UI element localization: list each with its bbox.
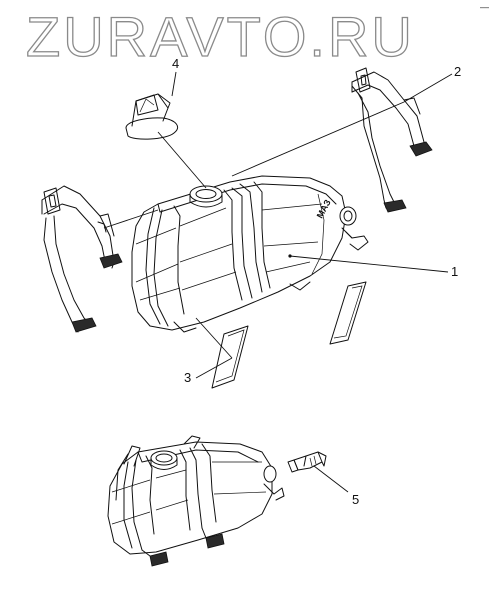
level-sensor[interactable]	[287, 451, 327, 473]
rubber-pad-rear[interactable]	[329, 281, 367, 345]
callout-3: 3	[184, 370, 191, 385]
rubber-pad-front[interactable]	[211, 325, 249, 389]
callout-4: 4	[172, 56, 179, 71]
tank-brand-mark: МАЗ	[315, 198, 333, 220]
mounting-strap-right[interactable]	[351, 67, 433, 213]
callout-5: 5	[352, 492, 359, 507]
corner-mark: —	[480, 2, 489, 12]
tank-assembly-variant[interactable]	[107, 435, 285, 567]
watermark: ZURAVTO.RU	[25, 4, 415, 64]
mounting-strap-left[interactable]	[41, 185, 123, 333]
watermark-text: ZURAVTO.RU	[26, 5, 415, 64]
filler-cap[interactable]	[125, 93, 178, 140]
expansion-tank[interactable]: МАЗ	[131, 175, 369, 333]
callout-2: 2	[454, 64, 461, 79]
leader-lines	[103, 71, 453, 493]
callout-1: 1	[451, 264, 458, 279]
